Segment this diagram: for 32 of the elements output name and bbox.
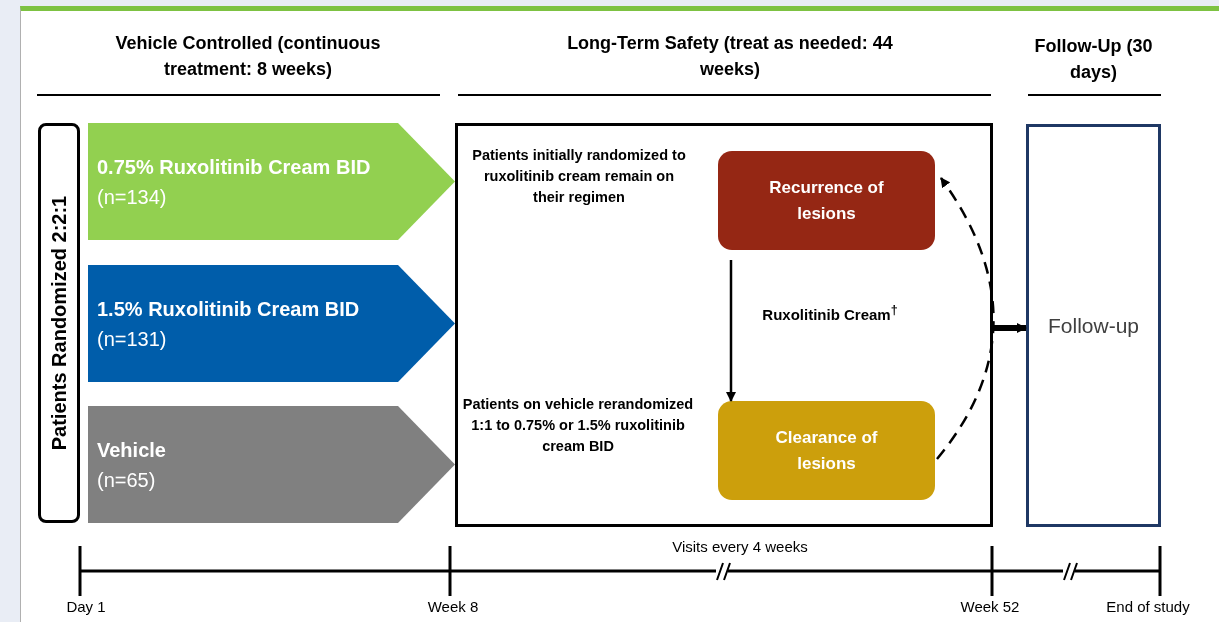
timeline-label: End of study	[1105, 598, 1191, 615]
note-text: Patients on vehicle rerandomized 1:1 to 0.75% or 1.5% ruxolitinib cream BID	[462, 395, 694, 456]
chevron-banner	[88, 406, 455, 523]
arm-title: 0.75% Ruxolitinib Cream BID	[97, 154, 371, 180]
edge-label: Ruxolitinib Cream$^{†}$	[761, 302, 899, 325]
phase-heading: Follow-Up (30 days)	[1033, 35, 1154, 84]
group-box	[38, 123, 80, 523]
phase-frame	[455, 123, 993, 527]
dashed-arrow	[936, 177, 995, 460]
box-label: Follow-up	[1046, 313, 1140, 338]
sample-size: (n=65)	[97, 467, 157, 493]
timeline-note: Visits every 4 weeks	[671, 538, 809, 555]
state-box	[718, 151, 935, 250]
sample-size: (n=131)	[97, 326, 168, 352]
state-box	[718, 401, 935, 500]
vertical-label: Patients Randomized 2:2:1	[47, 195, 71, 451]
arrow	[993, 323, 1027, 333]
phase-box	[1026, 124, 1161, 527]
chevron-banner	[88, 123, 455, 240]
sample-size: (n=134)	[97, 184, 168, 210]
phase-heading: Long-Term Safety (treat as needed: 44 weeks)	[566, 32, 894, 81]
box-label: Clearance of lesions	[774, 426, 879, 475]
note-text: Patients initially randomized to ruxolitinib cream remain on their regimen	[471, 146, 687, 207]
chevron-banner	[88, 265, 455, 382]
box-label: Recurrence of lesions	[768, 176, 885, 225]
timeline-label: Day 1	[65, 598, 107, 615]
arm-title: 1.5% Ruxolitinib Cream BID	[97, 296, 360, 322]
timeline-label: Week 52	[959, 598, 1021, 615]
arm-title: Vehicle	[97, 437, 166, 463]
arrow	[726, 260, 736, 402]
phase-heading: Vehicle Controlled (continuous treatment: 8 weeks)	[114, 32, 382, 81]
timeline-label: Week 8	[426, 598, 480, 615]
